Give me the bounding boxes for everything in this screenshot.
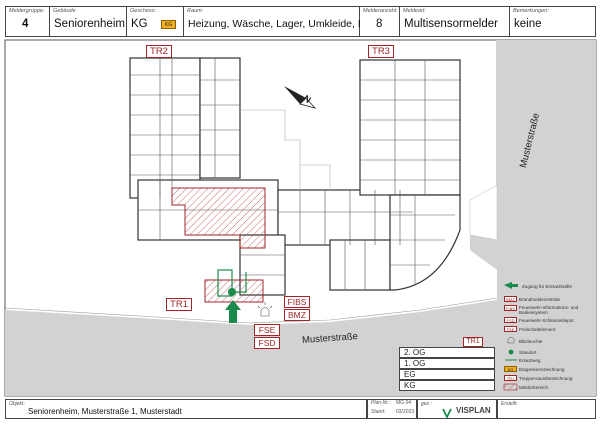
- room-value: Heizung, Wäsche, Lager, Umkleide, Elt.: [188, 18, 374, 30]
- street-bottom: [5, 300, 497, 396]
- footer-object-cell: Objekt: Seniorenheim, Musterstraße 1, Mu…: [5, 399, 367, 419]
- count-label: Melderanzahl:: [363, 8, 398, 14]
- made-label: gez.:: [421, 401, 432, 407]
- detector-area: [171, 187, 266, 249]
- legend-fse-text: Freischaltelement: [519, 327, 556, 332]
- building-value: Seniorenheim: [54, 18, 125, 30]
- type-label: Meldeart:: [403, 8, 426, 14]
- legend-fsd-text: Feuerwehr-Schlüsseldepot: [519, 318, 574, 323]
- street-right: [470, 40, 596, 396]
- access-arrow: [225, 300, 241, 323]
- stair-tr3-label: TR3: [368, 45, 394, 58]
- floor-row-eg: EG: [399, 369, 495, 380]
- footer-plan-cell: Plan-Nr.: MG 04 Stand: 03/2023: [367, 399, 417, 419]
- planno-label: Plan-Nr.:: [371, 400, 391, 406]
- fsd-label: FSD: [254, 337, 280, 349]
- header-type-cell: Meldeart: Multisensormelder: [400, 6, 510, 37]
- room-label: Raum:: [187, 8, 204, 14]
- date-label: Stand:: [371, 409, 386, 415]
- header-group-cell: Meldergruppe: 4: [5, 6, 50, 37]
- group-value: 4: [22, 18, 29, 30]
- legend-floor-symbol: KG: [504, 366, 517, 372]
- header-notes-cell: Bemerkungen: keine: [510, 6, 596, 37]
- notes-label: Bemerkungen:: [513, 8, 549, 14]
- stair-tr1-indicator-label: TR1: [463, 337, 483, 347]
- compass-icon: [284, 86, 317, 109]
- header-count-cell: Melderanzahl: 8: [360, 6, 400, 37]
- fibs-label: FIBS: [284, 296, 310, 308]
- floor-row-kg: KG: [399, 380, 495, 391]
- stair-tr2-label: TR2: [146, 45, 172, 58]
- legend-flash-text: Blitzleuchte: [519, 339, 543, 344]
- footer-made-cell: gez.: VISPLAN: [417, 399, 497, 420]
- created-label: Erstellt:: [501, 401, 518, 407]
- date-value: 03/2023: [396, 409, 415, 415]
- legend-fsd-symbol: FSD: [504, 317, 517, 323]
- legend-location-text: Standort: [519, 350, 537, 355]
- floor-row-2og: 2. OG: [399, 347, 495, 358]
- legend-fse-symbol: FSE: [504, 326, 517, 332]
- legend-stair-symbol: TR1: [504, 375, 517, 381]
- legend-bmz-symbol: BMZ: [504, 296, 517, 302]
- legend-access: Zugang für Einsatzkräfte: [522, 284, 573, 289]
- flashing-light-icon: [257, 302, 273, 317]
- legend-floor-text: Etagenkennzeichnung: [519, 367, 565, 372]
- type-value: Multisensormelder: [404, 18, 498, 30]
- notes-value: keine: [514, 18, 542, 30]
- visplan-brand: VISPLAN: [456, 406, 491, 415]
- header-room-cell: Raum: Heizung, Wäsche, Lager, Umkleide, …: [184, 6, 373, 37]
- object-label: Objekt:: [9, 401, 25, 407]
- planno-value: MG 04: [396, 400, 412, 406]
- legend-stair-text: Treppenraumbezeichnung: [519, 376, 573, 381]
- floor-value: KG: [131, 18, 148, 30]
- legend-area-text: Melderbereich: [519, 385, 549, 390]
- header-building-cell: Gebäude Seniorenheim: [50, 6, 127, 37]
- stair-tr1-label: TR1: [166, 298, 192, 311]
- wing-left: [129, 57, 201, 199]
- legend-flashing-light-icon: [507, 337, 515, 344]
- legend-location-icon: [508, 349, 514, 355]
- bmz-label: BMZ: [284, 309, 310, 321]
- object-value: Seniorenheim, Musterstraße 1, Musterstad…: [28, 407, 182, 416]
- floor-label: Geschoss:: [130, 8, 156, 14]
- legend-fibs-text: Feuerwehr-Informations- und Bediensystem: [519, 305, 579, 315]
- building-label: Gebäude: [53, 8, 76, 14]
- floor-row-1og: 1. OG: [399, 358, 495, 369]
- count-value: 8: [376, 18, 383, 30]
- legend-fibs-symbol: FIBS: [504, 305, 517, 311]
- footer-created-cell: Erstellt:: [497, 399, 596, 419]
- wing-right: [359, 59, 461, 196]
- header-floor-cell: Geschoss: KG KG: [127, 6, 184, 37]
- floor-badge: KG: [161, 20, 176, 29]
- legend-area-icon: [503, 383, 518, 391]
- legend-bmz-text: Brandmeldezentrale: [519, 297, 561, 302]
- legend-access-arrow-icon: [504, 282, 518, 289]
- visplan-logo: [442, 405, 456, 423]
- fse-label: FSE: [254, 324, 280, 336]
- legend-route-text: Ersatzweg: [519, 358, 541, 363]
- group-label: Meldergruppe:: [9, 8, 45, 14]
